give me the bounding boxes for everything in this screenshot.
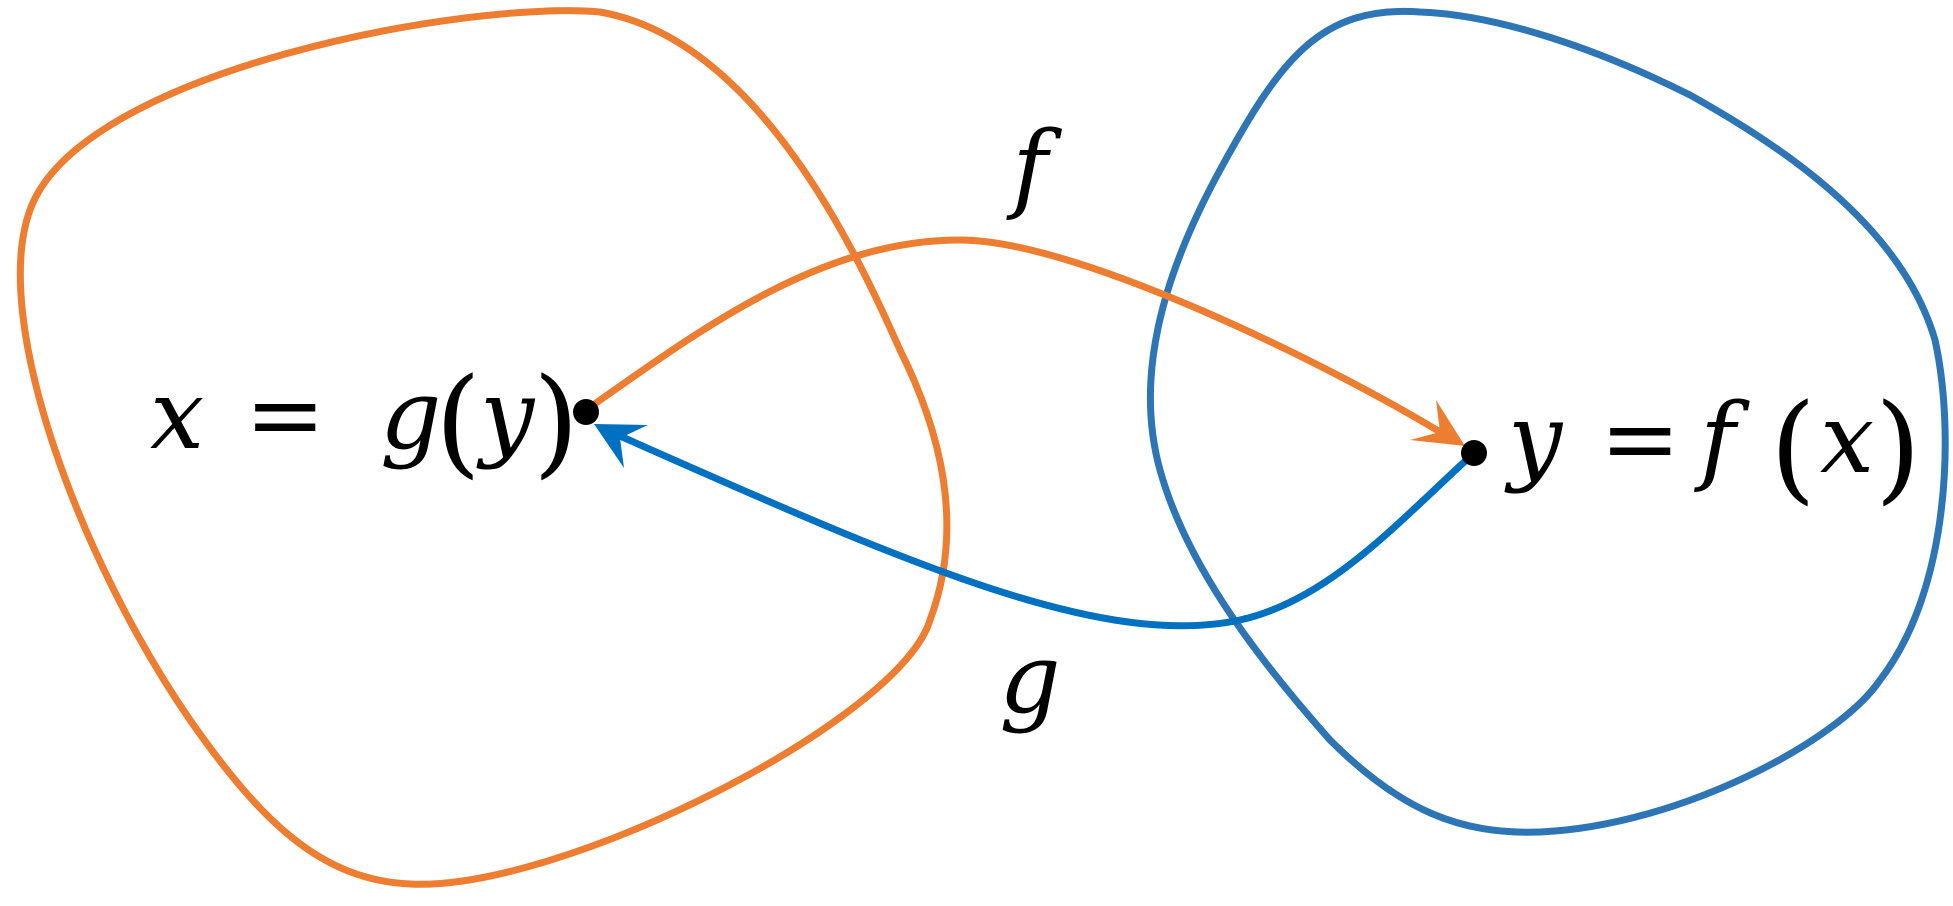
set-y-blob xyxy=(1146,7,1949,836)
eq-x-arg: y xyxy=(476,359,536,471)
set-x-blob xyxy=(16,7,951,888)
eq-y-arg: x xyxy=(1820,383,1874,495)
label-g: g xyxy=(999,623,1060,735)
map-g-arrow xyxy=(616,432,1478,630)
eq-x-lhs: x xyxy=(150,359,204,471)
point-x xyxy=(573,399,599,425)
eq-y-fn: f xyxy=(1694,383,1750,495)
eq-x-rparen: ) xyxy=(533,352,579,490)
label-f: f xyxy=(1006,111,1062,223)
eq-y-rparen: ) xyxy=(1875,378,1921,516)
eq-x-fn: g xyxy=(380,359,441,471)
eq-x-op: = xyxy=(245,359,325,471)
point-y xyxy=(1461,440,1487,466)
eq-x-lparen: ( xyxy=(435,352,481,490)
map-f-arrowhead xyxy=(1410,400,1465,446)
eq-y-op: = xyxy=(1600,383,1680,495)
equation-x: x = g ( y ) xyxy=(150,352,579,490)
map-g-arrowhead xyxy=(594,424,648,468)
equation-y: y = f ( x ) xyxy=(1504,378,1921,516)
eq-y-lhs: y xyxy=(1504,383,1564,495)
eq-y-lparen: ( xyxy=(1770,378,1816,516)
map-f-arrow xyxy=(582,236,1454,442)
